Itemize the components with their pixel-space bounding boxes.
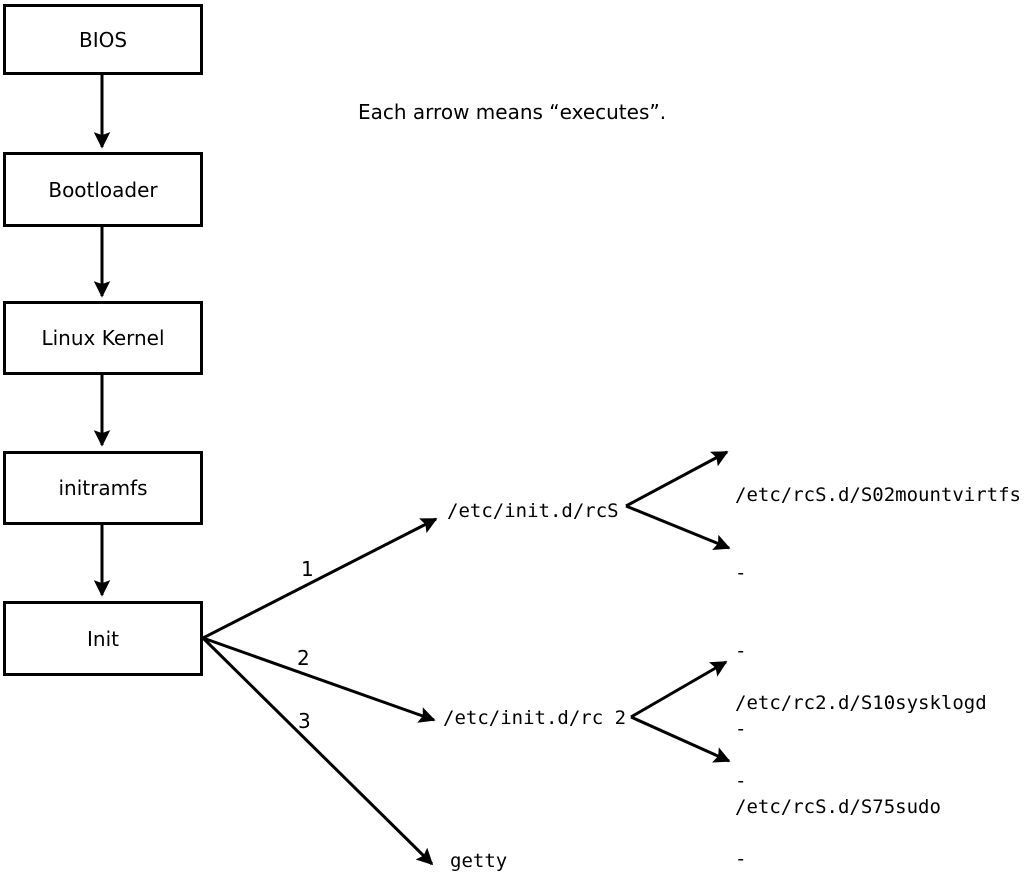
list-item-rcs-first: /etc/rcS.d/S02mountvirtfs	[735, 484, 1021, 506]
node-rcs-script: /etc/init.d/rcS	[447, 500, 619, 522]
node-bios: BIOS	[3, 4, 203, 75]
node-linux-kernel: Linux Kernel	[3, 301, 203, 375]
node-linux-kernel-label: Linux Kernel	[41, 326, 165, 350]
node-getty: getty	[450, 850, 508, 872]
list-item-rc2-ellipsis-1: -	[735, 770, 747, 792]
branch-number-1: 1	[301, 557, 314, 581]
arrow-rc2-to-first-script	[630, 660, 728, 719]
list-item-rc2-first: /etc/rc2.d/S10sysklogd	[735, 692, 987, 714]
node-initramfs: initramfs	[3, 451, 203, 525]
list-rc2-scripts: /etc/rc2.d/S10sysklogd - - - /etc/rc2.d/…	[735, 638, 987, 875]
arrow-rc2-to-last-script	[630, 715, 731, 763]
node-rc2-script: /etc/init.d/rc 2	[443, 707, 627, 729]
list-item-rc2-ellipsis-2: -	[735, 848, 747, 870]
branch-number-2: 2	[297, 646, 310, 670]
arrow-init-to-getty	[201, 636, 434, 866]
node-bootloader-label: Bootloader	[48, 177, 158, 202]
node-initramfs-label: initramfs	[58, 476, 148, 500]
arrow-init-to-rcs	[202, 517, 438, 640]
arrow-rcs-to-last-script	[625, 504, 731, 551]
node-init: Init	[3, 601, 203, 676]
list-item-rcs-ellipsis-1: -	[735, 562, 747, 584]
node-bootloader: Bootloader	[3, 152, 203, 227]
list-item-rcs-ellipsis-2: -	[735, 640, 747, 662]
arrow-init-to-rc2	[202, 636, 436, 723]
arrow-rcs-to-first-script	[625, 450, 729, 508]
node-bios-label: BIOS	[78, 27, 128, 52]
list-item-rcs-ellipsis-3: -	[735, 718, 747, 740]
node-init-label: Init	[87, 626, 119, 651]
caption-arrow-meaning: Each arrow means “executes”.	[358, 100, 667, 124]
branch-number-3: 3	[298, 709, 311, 733]
list-item-rcs-last: /etc/rcS.d/S75sudo	[735, 796, 941, 818]
list-rcs-scripts: /etc/rcS.d/S02mountvirtfs - - - /etc/rcS…	[735, 430, 1021, 872]
